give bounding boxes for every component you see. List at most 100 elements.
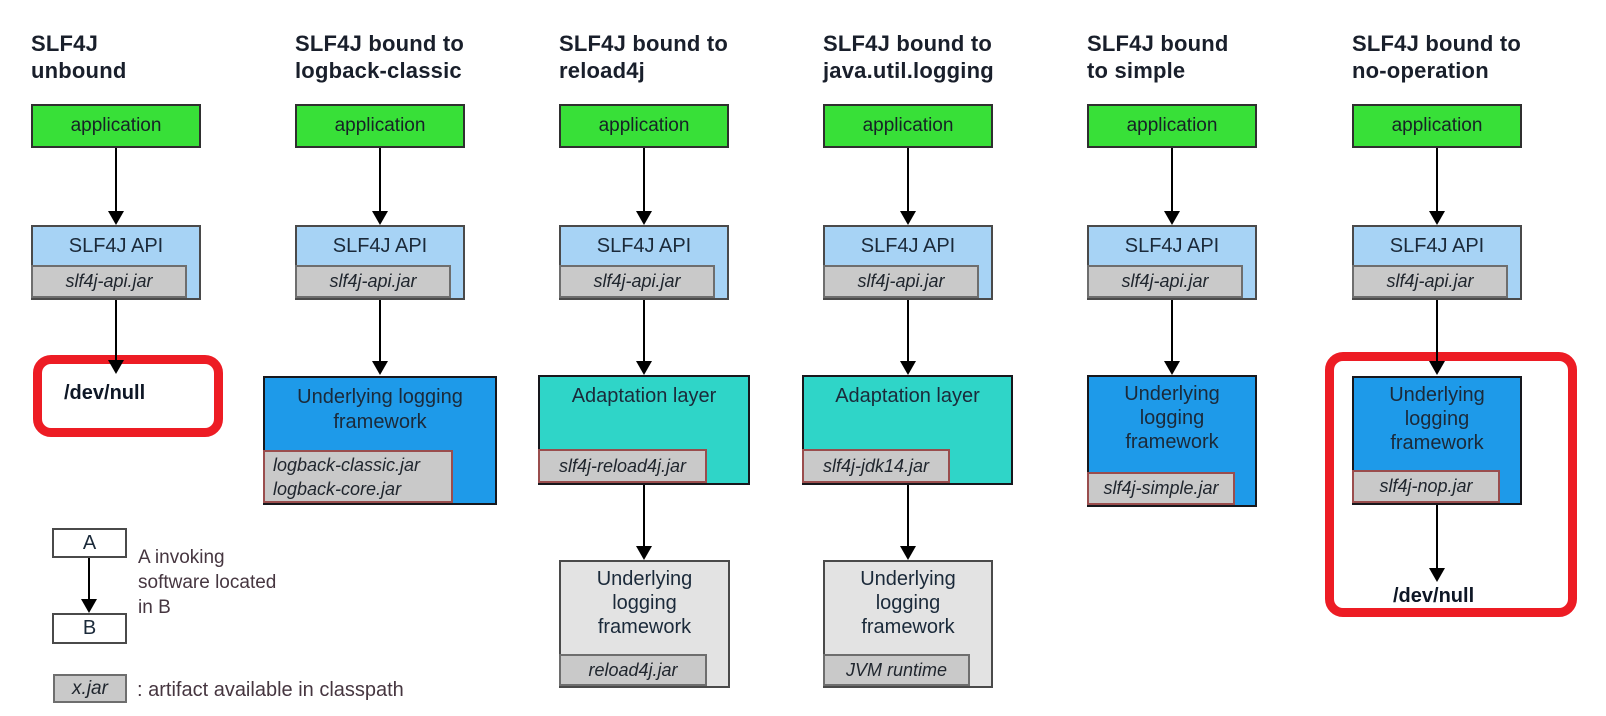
legend-note-line: in B [138, 597, 171, 618]
framework-box: Underlying logging framework slf4j-simpl… [1087, 375, 1257, 507]
column-simple: SLF4J bound to simple application SLF4J … [1042, 0, 1302, 716]
framework-label-line: framework [861, 616, 955, 638]
arrow-head [108, 211, 124, 225]
application-box: application [559, 104, 729, 148]
column-title: SLF4J unbound [31, 30, 249, 84]
arrow-down-icon [900, 300, 916, 375]
arrow-shaft [907, 148, 909, 212]
application-box: application [295, 104, 465, 148]
framework-box: Underlying logging framework reload4j.ja… [559, 560, 730, 688]
application-box: application [823, 104, 993, 148]
framework-label-line: framework [597, 616, 692, 638]
arrow-shaft [643, 148, 645, 212]
arrow-down-icon [900, 148, 916, 225]
arrow-down-icon [1429, 505, 1445, 582]
column-title-line: unbound [31, 58, 127, 83]
arrow-shaft [115, 300, 117, 361]
arrow-shaft [643, 300, 645, 362]
framework-label-line: Underlying [860, 568, 956, 590]
legend-note-line: A invoking [138, 547, 225, 568]
column-title: SLF4J bound to logback-classic [295, 30, 513, 84]
legend-box-b-label: B [82, 617, 97, 639]
jar-tag: slf4j-api.jar [823, 265, 979, 298]
jar-tag-line: logback-classic.jar [273, 454, 421, 475]
column-title: SLF4J bound to no-operation [1352, 30, 1570, 84]
framework-label-line: Underlying [1389, 384, 1485, 406]
arrow-head [636, 211, 652, 225]
highlight-frame [33, 355, 223, 437]
arrow-shaft [1436, 505, 1438, 569]
column-title-line: SLF4J bound to [823, 31, 993, 56]
framework-label: Underlying logging framework [1354, 378, 1520, 455]
framework-label-line: logging [612, 592, 677, 614]
arrow-head [1164, 361, 1180, 375]
column-title-line: SLF4J bound to [559, 31, 729, 56]
arrow-shaft [1436, 148, 1438, 212]
framework-box: Underlying logging framework slf4j-nop.j… [1352, 376, 1522, 505]
jar-tag: slf4j-api.jar [1352, 265, 1508, 298]
arrow-down-icon [636, 485, 652, 560]
column-title-line: SLF4J [31, 31, 99, 56]
arrow-head [636, 546, 652, 560]
framework-label-line: Underlying logging [297, 386, 463, 408]
arrow-head [372, 361, 388, 375]
arrow-shaft [379, 148, 381, 212]
legend-jar-label: x.jar [72, 677, 108, 699]
application-label: application [598, 115, 690, 136]
jar-tag: slf4j-api.jar [295, 265, 451, 298]
slf4j-api-box: SLF4J API slf4j-api.jar [1087, 225, 1257, 300]
column-reload4j: SLF4J bound to reload4j application SLF4… [514, 0, 774, 716]
arrow-down-icon [108, 300, 124, 374]
column-title-line: logback-classic [295, 58, 462, 83]
application-box: application [31, 104, 201, 148]
arrow-head [900, 361, 916, 375]
column-title: SLF4J bound to simple [1087, 30, 1305, 84]
arrow-shaft [643, 485, 645, 547]
framework-label-line: Underlying [1124, 383, 1220, 405]
framework-label-line: Underlying [596, 568, 693, 590]
jar-tag: slf4j-api.jar [1087, 265, 1243, 298]
application-label: application [1391, 115, 1483, 136]
arrow-shaft [1436, 300, 1438, 362]
column-nop: SLF4J bound to no-operation application … [1307, 0, 1577, 716]
column-title-line: SLF4J bound [1087, 31, 1229, 56]
slf4j-api-label: SLF4J API [68, 235, 164, 257]
jar-tag: slf4j-nop.jar [1352, 470, 1500, 503]
application-label: application [1126, 115, 1218, 136]
adaptation-layer-box: Adaptation layer slf4j-jdk14.jar [802, 375, 1013, 485]
jar-tag: logback-classic.jar logback-core.jar [263, 450, 453, 503]
arrow-down-icon [636, 148, 652, 225]
arrow-head [900, 546, 916, 560]
arrow-down-icon [1164, 300, 1180, 375]
arrow-down-icon [900, 485, 916, 560]
arrow-head [372, 211, 388, 225]
framework-label: Underlying logging framework [825, 562, 991, 639]
column-title-line: reload4j [559, 58, 645, 83]
column-unbound: SLF4J unbound application SLF4J API slf4… [0, 0, 246, 716]
arrow-down-icon [372, 300, 388, 375]
framework-box: Underlying logging framework logback-cla… [263, 376, 497, 505]
slf4j-api-label: SLF4J API [860, 235, 956, 257]
column-title-line: to simple [1087, 58, 1186, 83]
legend-jar-box: x.jar [53, 674, 127, 703]
column-logback: SLF4J bound to logback-classic applicati… [250, 0, 510, 716]
column-title-line: SLF4J bound to [1352, 31, 1522, 56]
arrow-head [1429, 568, 1445, 582]
arrow-head [900, 211, 916, 225]
column-title-line: java.util.logging [823, 58, 994, 83]
dev-null-label: /dev/null [64, 382, 146, 404]
legend-classpath-note: : artifact available in classpath [137, 679, 404, 701]
arrow-shaft [1171, 300, 1173, 362]
jar-tag-line: logback-core.jar [273, 478, 402, 499]
column-title: SLF4J bound to java.util.logging [823, 30, 1041, 84]
arrow-down-icon [108, 148, 124, 225]
application-box: application [1352, 104, 1522, 148]
jar-tag: JVM runtime [823, 654, 970, 686]
framework-label-line: framework [1390, 432, 1484, 454]
legend-box-b: B [52, 613, 127, 644]
slf4j-api-label: SLF4J API [1389, 235, 1485, 257]
column-title-line: no-operation [1352, 58, 1489, 83]
dev-null-label: /dev/null [1393, 585, 1475, 607]
framework-label-line: logging [875, 592, 941, 614]
